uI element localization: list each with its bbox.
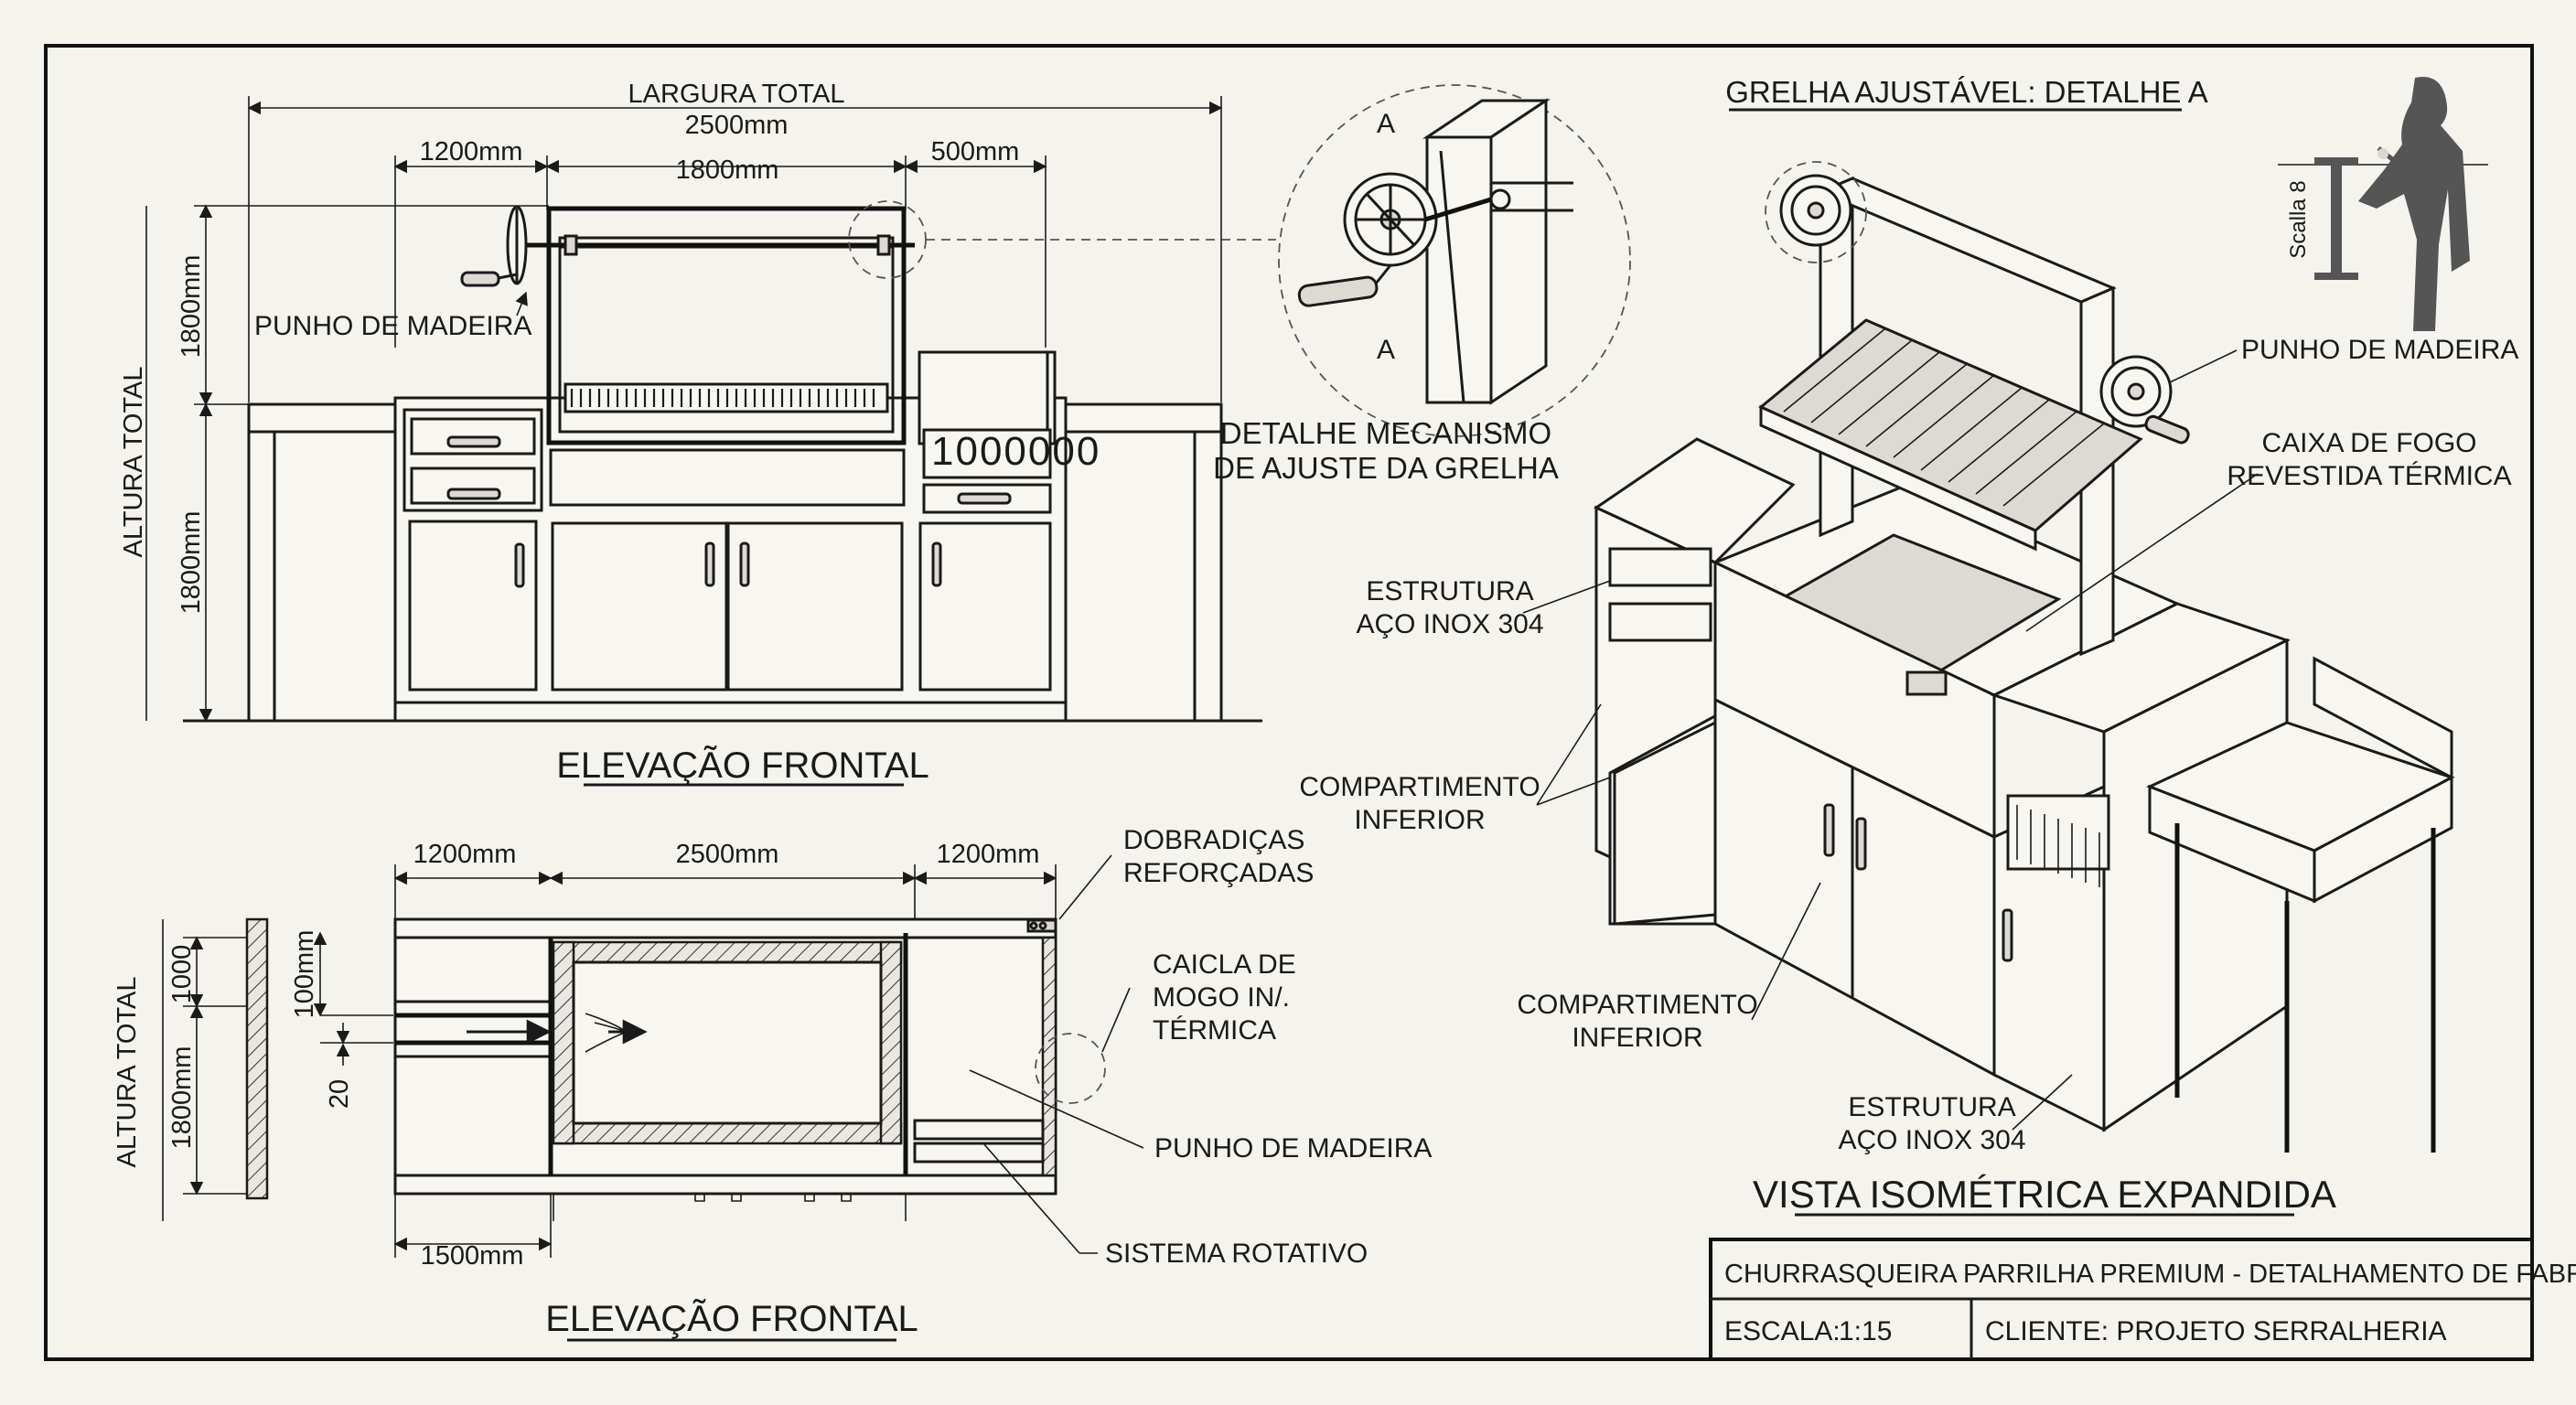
b-handle-label: PUNHO DE MADEIRA (1154, 1133, 1432, 1164)
b-dim-left: 1200mm (413, 840, 517, 869)
iso-compartment2-line1: COMPARTIMENTO (1517, 990, 1757, 1020)
project-title: CHURRASQUEIRA PARRILHA PREMIUM - DETALHA… (1724, 1258, 2576, 1289)
b-dim-20: 20 (325, 1079, 354, 1109)
handle-label: PUNHO DE MADEIRA (254, 311, 531, 341)
b-dim-bottom: 1500mm (421, 1241, 524, 1271)
front-elevation-bottom-title: ELEVAÇÃO FRONTAL (545, 1298, 918, 1339)
rotary-label: SISTEMA ROTATIVO (1105, 1239, 1368, 1269)
welder-scale-inset: Scalla 8 (2278, 77, 2488, 331)
hinges-line2: REFORÇADAS (1123, 858, 1314, 888)
scale-text: Scalla 8 (2286, 180, 2311, 258)
front-elevation-top-title: ELEVAÇÃO FRONTAL (556, 745, 929, 786)
iso-title: VISTA ISOMÉTRICA EXPANDIDA (1753, 1173, 2336, 1216)
b-total-height-label: ALTURA TOTAL (113, 977, 142, 1168)
sheet-border (44, 44, 2534, 1361)
dim-upper-height: 1800mm (177, 255, 206, 359)
front-elevation-top: 1000000 LARGURA TOTAL 2500mm 1200mm 1800… (119, 80, 1276, 787)
total-height-label: ALTURA TOTAL (119, 367, 148, 558)
iso-structure2-line2: AÇO INOX 304 (1838, 1125, 2025, 1155)
iso-firebox-line1: CAIXA DE FOGO (2261, 428, 2476, 458)
iso-handle-label: PUNHO DE MADEIRA (2241, 335, 2518, 365)
detail-title-line2: DE AJUSTE DA GRELHA (1213, 451, 1559, 485)
b-dim-right: 1200mm (937, 840, 1040, 869)
scale-value: 1:15 (1839, 1316, 1892, 1346)
iso-structure-line1: ESTRUTURA (1366, 576, 1533, 606)
iso-compartment-line1: COMPARTIMENTO (1299, 772, 1540, 802)
dim-right: 500mm (931, 137, 1020, 166)
firebox-line1: CAICLA DE (1153, 949, 1296, 980)
firebox-line3: TÉRMICA (1153, 1015, 1276, 1046)
b-dim-100: 100mm (290, 930, 319, 1019)
vent-grille-digits: 1000000 (931, 429, 1100, 474)
iso-top-title: GRELHA AJUSTÁVEL: DETALHE A (1725, 75, 2208, 109)
total-width-value: 2500mm (685, 111, 789, 140)
iso-firebox-line2: REVESTIDA TÉRMICA (2227, 461, 2511, 491)
dim-lower-height: 1800mm (177, 511, 206, 615)
b-dim-center: 2500mm (676, 840, 779, 869)
iso-compartment2-line2: INFERIOR (1572, 1023, 1702, 1053)
iso-compartment-line2: INFERIOR (1354, 805, 1485, 835)
dim-left: 1200mm (420, 137, 523, 166)
isometric-view: GRELHA AJUSTÁVEL: DETALHE A (1299, 75, 2518, 1217)
total-width-label: LARGURA TOTAL (628, 80, 845, 109)
client-label: CLIENTE: PROJETO SERRALHERIA (1985, 1316, 2447, 1346)
iso-structure2-line1: ESTRUTURA (1848, 1092, 2015, 1122)
dim-center: 1800mm (676, 156, 779, 185)
title-block: CHURRASQUEIRA PARRILHA PREMIUM - DETALHA… (1709, 1238, 2576, 1361)
iso-structure-line2: AÇO INOX 304 (1356, 609, 1543, 639)
scale-label: ESCALA: (1724, 1316, 1841, 1346)
detail-mechanism: A A DETALHE MECANISMO DE AJUSTE DA GRELH… (1213, 84, 1631, 485)
firebox-line2: MOGO IN/. (1153, 982, 1290, 1013)
marker-a-bottom: A (1377, 335, 1395, 365)
b-dim-upper: 1000 (167, 945, 197, 1004)
front-elevation-bottom: 1200mm 2500mm 1200mm 1500mm 1000 1800mm … (113, 825, 1432, 1342)
marker-a-top: A (1377, 109, 1395, 139)
b-dim-lower: 1800mm (167, 1046, 197, 1150)
hinges-line1: DOBRADIÇAS (1123, 825, 1304, 855)
detail-title-line1: DETALHE MECANISMO (1220, 416, 1551, 450)
